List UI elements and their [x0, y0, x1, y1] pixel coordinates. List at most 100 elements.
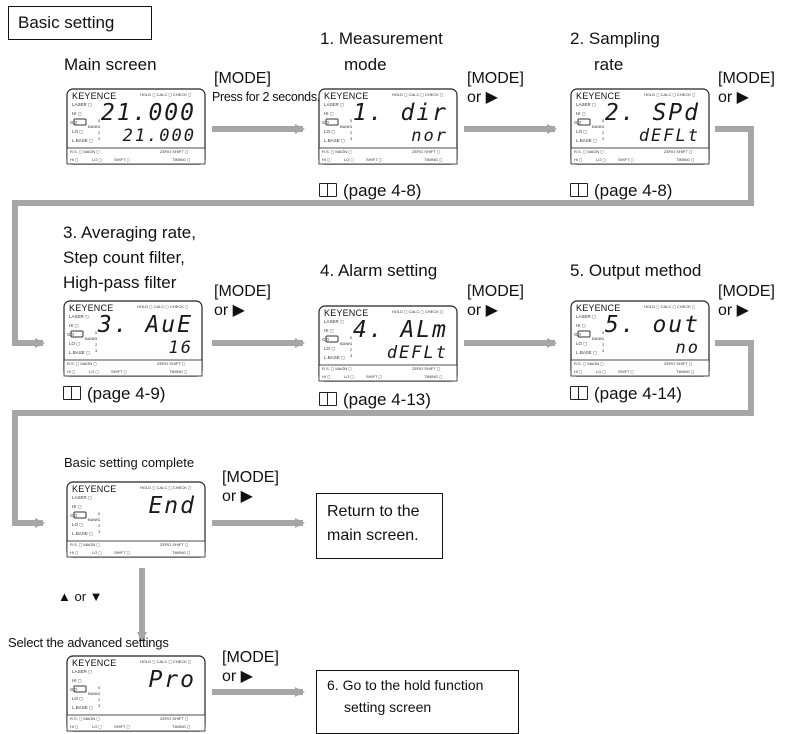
ref-step4: (page 4-13) [319, 388, 431, 411]
bank-digit: 1 [350, 124, 352, 129]
book-icon [319, 392, 337, 406]
bank-digit: 3 [98, 529, 100, 534]
display-line-1: 2. SPd [605, 100, 700, 126]
status-indicators: HOLD ◻ CALC ◻ CHECK ◻ [392, 309, 443, 314]
indicator-label: L.BASE ◻ [72, 138, 93, 144]
indicator-label: LO ◻ [576, 341, 587, 347]
step3-title-3: High-pass filter [63, 271, 176, 294]
indicator-label: HI ◻ [72, 504, 82, 510]
indicator-label: LASER ◻ [576, 102, 596, 108]
page-title: Basic setting [18, 13, 114, 32]
device-step4: KEYENCEHOLD ◻ CALC ◻ CHECK ◻LASER ◻HI ◻G… [318, 305, 458, 382]
bank-digit: 0 [98, 118, 100, 123]
bottom-indicator: SHIFT ◻ [366, 374, 382, 379]
indicator-label: GO [70, 687, 77, 692]
bottom-indicator: SHIFT ◻ [114, 724, 130, 729]
bottom-indicator: HI ◻ [70, 724, 78, 729]
or-label-4: or ▶ [214, 300, 245, 321]
bottom-indicator: LO ◻ [596, 369, 606, 374]
mode-label-3: [MODE] [718, 68, 775, 89]
indicator-label: GO [70, 513, 77, 518]
bottom-indicator: LO ◻ [92, 550, 102, 555]
step3-title-1: 3. Averaging rate, [63, 221, 196, 244]
bottom-indicator: SHIFT ◻ [618, 369, 634, 374]
bottom-indicator: LO ◻ [92, 157, 102, 162]
return-line-1: Return to the [327, 501, 432, 522]
step4-title: 4. Alarm setting [320, 259, 437, 282]
bottom-indicator: LO ◻ [344, 374, 354, 379]
bank-digit: 2 [98, 697, 100, 702]
bank-digit: 3 [602, 348, 604, 353]
book-icon [570, 386, 588, 400]
bottom-indicator: ZERO SHIFT ◻ [157, 361, 185, 366]
brand-logo: KEYENCE [72, 658, 116, 668]
bank-digit: 3 [350, 353, 352, 358]
indicator-label: GO [322, 120, 329, 125]
bottom-indicator: ZERO SHIFT ◻ [160, 149, 188, 154]
indicator-label: HI ◻ [324, 328, 334, 334]
display-line-2: dEFLt [639, 126, 700, 146]
indicator-label: GO [574, 332, 581, 337]
indicator-label: LASER ◻ [324, 319, 344, 325]
bottom-indicator: SHIFT ◻ [366, 157, 382, 162]
mode-label-6: [MODE] [718, 281, 775, 302]
display-line-2: 21.000 [123, 126, 196, 146]
indicator-label: HI ◻ [576, 323, 586, 329]
ref-step2-text: (page 4-8) [594, 181, 672, 200]
bottom-indicator: SHIFT ◻ [114, 550, 130, 555]
indicator-label: LO ◻ [324, 346, 335, 352]
indicator-label: LASER ◻ [324, 102, 344, 108]
bank-digit: 0 [602, 330, 604, 335]
ref-step1-text: (page 4-8) [343, 181, 421, 200]
bank-digit: 2 [350, 130, 352, 135]
mode-label-8: [MODE] [222, 647, 279, 668]
display-line-1: 3. AuE [98, 312, 193, 338]
indicator-label: LASER ◻ [72, 495, 92, 501]
display-line-2: no [676, 338, 700, 358]
bank-digit: 2 [350, 347, 352, 352]
bottom-indicator: HI ◻ [70, 157, 78, 162]
advanced-label: Select the advanced settings [8, 635, 169, 651]
indicator-label: L.BASE ◻ [72, 705, 93, 711]
bottom-indicator: HI ◻ [322, 374, 330, 379]
bank-digit: 3 [95, 348, 97, 353]
book-icon [319, 183, 337, 197]
indicator-label: GO [574, 120, 581, 125]
press-label: Press for 2 seconds. [212, 90, 320, 105]
bank-digit: 3 [602, 136, 604, 141]
bank-digit: 3 [98, 703, 100, 708]
bottom-indicator: ZERO SHIFT ◻ [664, 149, 692, 154]
bottom-indicator: LO ◻ [92, 724, 102, 729]
indicator-label: HI ◻ [72, 111, 82, 117]
device-step1: KEYENCEHOLD ◻ CALC ◻ CHECK ◻LASER ◻HI ◻G… [318, 88, 458, 165]
bank-digit: 1 [602, 336, 604, 341]
display-line-2: 16 [169, 338, 193, 358]
bank-digit: 3 [98, 136, 100, 141]
step5-title: 5. Output method [570, 259, 701, 282]
mode-label-4: [MODE] [214, 281, 271, 302]
indicator-label: LO ◻ [324, 129, 335, 135]
main-screen-label: Main screen [64, 53, 157, 76]
indicator-label: GO [67, 332, 74, 337]
indicator-label: L.BASE ◻ [576, 350, 597, 356]
status-indicators: HOLD ◻ CALC ◻ CHECK ◻ [140, 92, 191, 97]
bank-digit: 2 [98, 523, 100, 528]
book-icon [570, 183, 588, 197]
bottom-indicator: HI ◻ [67, 369, 75, 374]
brand-logo: KEYENCE [72, 484, 116, 494]
status-indicators: HOLD ◻ CALC ◻ CHECK ◻ [644, 304, 695, 309]
ref-step5-text: (page 4-14) [594, 384, 682, 403]
display-line-2: nor [411, 126, 448, 146]
indicator-label: LASER ◻ [72, 669, 92, 675]
display-line-1: Pro [148, 667, 196, 693]
bottom-indicator: TIMING ◻ [424, 157, 442, 162]
bottom-indicator: TIMING ◻ [676, 369, 694, 374]
indicator-label: HI ◻ [72, 678, 82, 684]
bottom-indicator: TIMING ◻ [676, 157, 694, 162]
indicator-label: GO [322, 337, 329, 342]
indicator-label: LO ◻ [72, 522, 83, 528]
mode-label-7: [MODE] [222, 467, 279, 488]
bottom-indicator: TIMING ◻ [172, 550, 190, 555]
